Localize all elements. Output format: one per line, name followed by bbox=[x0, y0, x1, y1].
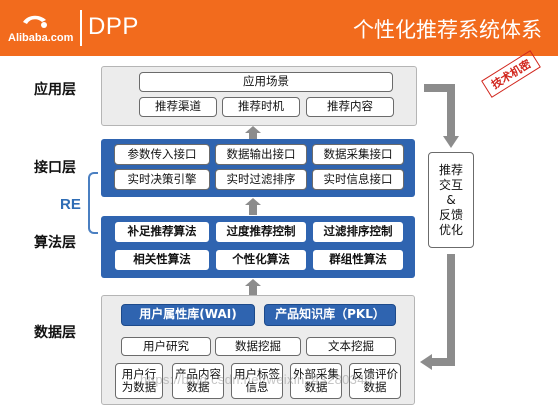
brand-name: DPP bbox=[88, 13, 139, 40]
algorithm-box: 相关性算法 bbox=[114, 249, 210, 271]
method-box: 文本挖掘 bbox=[306, 337, 396, 356]
logo-text: Alibaba.com bbox=[8, 32, 74, 44]
alibaba-smile-icon bbox=[23, 15, 47, 28]
feedback-line: 交互 bbox=[438, 177, 463, 192]
page-title: 个性化推荐系统体系 bbox=[353, 18, 542, 42]
layer-label-algorithm: 算法层 bbox=[34, 235, 76, 251]
re-label: RE bbox=[60, 196, 81, 213]
data-source-box: 用户标签信息 bbox=[231, 363, 283, 399]
data-source-box: 用户行为数据 bbox=[115, 363, 163, 399]
interface-box: 数据输出接口 bbox=[215, 144, 307, 165]
data-source-box: 反馈评价数据 bbox=[349, 363, 401, 399]
feedback-line: 优化 bbox=[438, 222, 463, 237]
feedback-line: 推荐 bbox=[438, 162, 463, 177]
watermark-url: https://blog.csdn.net/weixin_43280340 bbox=[140, 372, 373, 387]
alibaba-logo: Alibaba.com bbox=[8, 12, 80, 46]
interface-box: 实时决策引擎 bbox=[114, 169, 210, 190]
app-scene-box: 应用场景 bbox=[139, 72, 393, 92]
interface-box: 参数传入接口 bbox=[114, 144, 210, 165]
feedback-optimization-box: 推荐 交互 & 反馈 优化 bbox=[428, 152, 474, 248]
interface-box: 实时信息接口 bbox=[312, 169, 404, 190]
algorithm-box: 群组性算法 bbox=[312, 249, 404, 271]
app-item-content: 推荐内容 bbox=[306, 97, 394, 117]
algorithm-box: 过度推荐控制 bbox=[215, 221, 307, 243]
app-item-timing: 推荐时机 bbox=[222, 97, 300, 117]
confidential-stamp: 技术机密 bbox=[481, 50, 541, 98]
layer-label-interface: 接口层 bbox=[34, 160, 76, 176]
algorithm-box: 补足推荐算法 bbox=[114, 221, 210, 243]
header-divider bbox=[80, 10, 82, 46]
method-box: 用户研究 bbox=[121, 337, 211, 356]
layer-label-data: 数据层 bbox=[34, 325, 76, 341]
up-arrow-icon bbox=[245, 126, 261, 139]
interface-box: 实时过滤排序 bbox=[215, 169, 307, 190]
feedback-line: 反馈 bbox=[438, 207, 463, 222]
algorithm-box: 过滤排序控制 bbox=[312, 221, 404, 243]
algorithm-box: 个性化算法 bbox=[215, 249, 307, 271]
header-bar: Alibaba.com DPP 个性化推荐系统体系 bbox=[0, 0, 558, 56]
feedback-line: & bbox=[446, 192, 456, 207]
layer-label-app: 应用层 bbox=[34, 82, 76, 98]
up-arrow-icon bbox=[245, 279, 261, 295]
method-box: 数据挖掘 bbox=[215, 337, 301, 356]
up-arrow-icon bbox=[245, 198, 261, 215]
data-source-box: 产品内容数据 bbox=[172, 363, 224, 399]
app-item-channel: 推荐渠道 bbox=[139, 97, 217, 117]
data-source-box: 外部采集数据 bbox=[290, 363, 342, 399]
product-knowledge-library: 产品知识库（PKL） bbox=[264, 304, 396, 326]
re-bracket bbox=[88, 172, 98, 234]
user-attribute-library: 用户属性库(WAI) bbox=[121, 304, 255, 326]
interface-box: 数据采集接口 bbox=[312, 144, 404, 165]
